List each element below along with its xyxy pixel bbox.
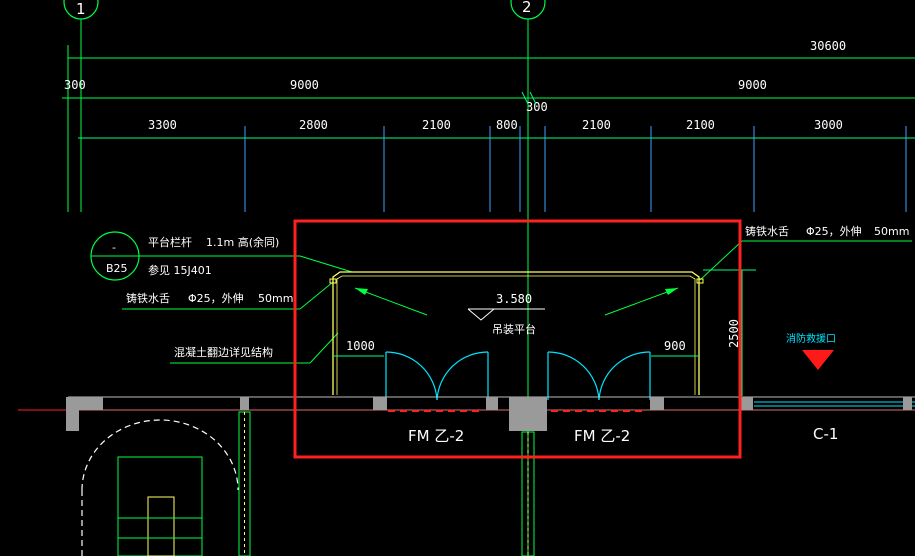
drip-note-right: 铸铁水舌 Φ25，外伸 50mm (699, 224, 912, 281)
note-railing-height: 1.1m 高(余同) (206, 235, 279, 249)
platform-label: 吊装平台 (492, 322, 536, 336)
height-value: 2500 (727, 319, 741, 348)
axis-1: 1 (63, 0, 99, 212)
door-right-label: FM 乙-2 (574, 427, 630, 445)
wall-line (18, 396, 915, 412)
inspection-label: 消防救援口 (786, 332, 836, 345)
axis-1-label: 1 (76, 0, 86, 18)
dim-mid-300: 300 (526, 100, 548, 114)
dim-row3-0: 3300 (148, 118, 177, 132)
door-left-label: FM 乙-2 (408, 427, 464, 445)
door-right (547, 351, 651, 401)
platform-railing (329, 271, 704, 395)
width-left: 1000 (333, 339, 384, 357)
columns (66, 397, 912, 431)
hatched-wall-mid (521, 431, 535, 556)
dim-row3-3: 800 (496, 118, 518, 132)
width-left-value: 1000 (346, 339, 375, 353)
dim-row3-6: 3000 (814, 118, 843, 132)
door-left (385, 351, 489, 401)
dim-row2-2: 9000 (738, 78, 767, 92)
concrete-label: 混凝土翻边详见结构 (174, 345, 273, 359)
hatched-wall-left (238, 411, 251, 556)
drip-right-spec: Φ25，外伸 (806, 225, 862, 238)
elevation-mark: 3.580 吊装平台 (354, 287, 679, 336)
elevation-value: 3.580 (496, 292, 532, 306)
dim-row2-1: 9000 (290, 78, 319, 92)
stair (81, 419, 239, 556)
drip-right-len: 50mm (874, 225, 909, 238)
drip-left-spec: Φ25，外伸 (188, 292, 244, 305)
drip-left-label: 铸铁水舌 (126, 291, 170, 305)
inspection-mark: 消防救援口 (786, 332, 836, 370)
dim-row2-0: 300 (64, 78, 86, 92)
dimension-row-total: 30600 (67, 39, 915, 212)
detail-ref: B25 (106, 262, 128, 275)
detail-mark: - (112, 241, 116, 254)
column-c1-label: C-1 (813, 425, 838, 443)
detail-callout: - B25 平台栏杆 1.1m 高(余同) 参见 15J401 (90, 231, 353, 281)
height-dim: 2500 (703, 269, 756, 396)
dim-row3-5: 2100 (686, 118, 715, 132)
drip-right-label: 铸铁水舌 (745, 224, 789, 238)
axis-2: 2 (510, 0, 546, 556)
dim-total: 30600 (810, 39, 846, 53)
dimension-row-2: 300 9000 9000 300 (62, 78, 915, 114)
highlight-box (293, 219, 742, 459)
dim-row3-4: 2100 (582, 118, 611, 132)
dim-row3-1: 2800 (299, 118, 328, 132)
drip-left-len: 50mm (258, 292, 293, 305)
dim-row3-2: 2100 (422, 118, 451, 132)
width-right-value: 900 (664, 339, 686, 353)
axis-2-label: 2 (522, 0, 532, 16)
dimension-row-3: 3300 2800 2100 800 2100 2100 3000 (78, 118, 915, 212)
note-railing: 平台栏杆 (148, 235, 192, 249)
drip-note-left: 铸铁水舌 Φ25，外伸 50mm (122, 281, 334, 310)
concrete-note: 混凝土翻边详见结构 (170, 332, 339, 364)
width-right: 900 (651, 339, 699, 357)
note-see-ref: 参见 15J401 (148, 263, 212, 277)
